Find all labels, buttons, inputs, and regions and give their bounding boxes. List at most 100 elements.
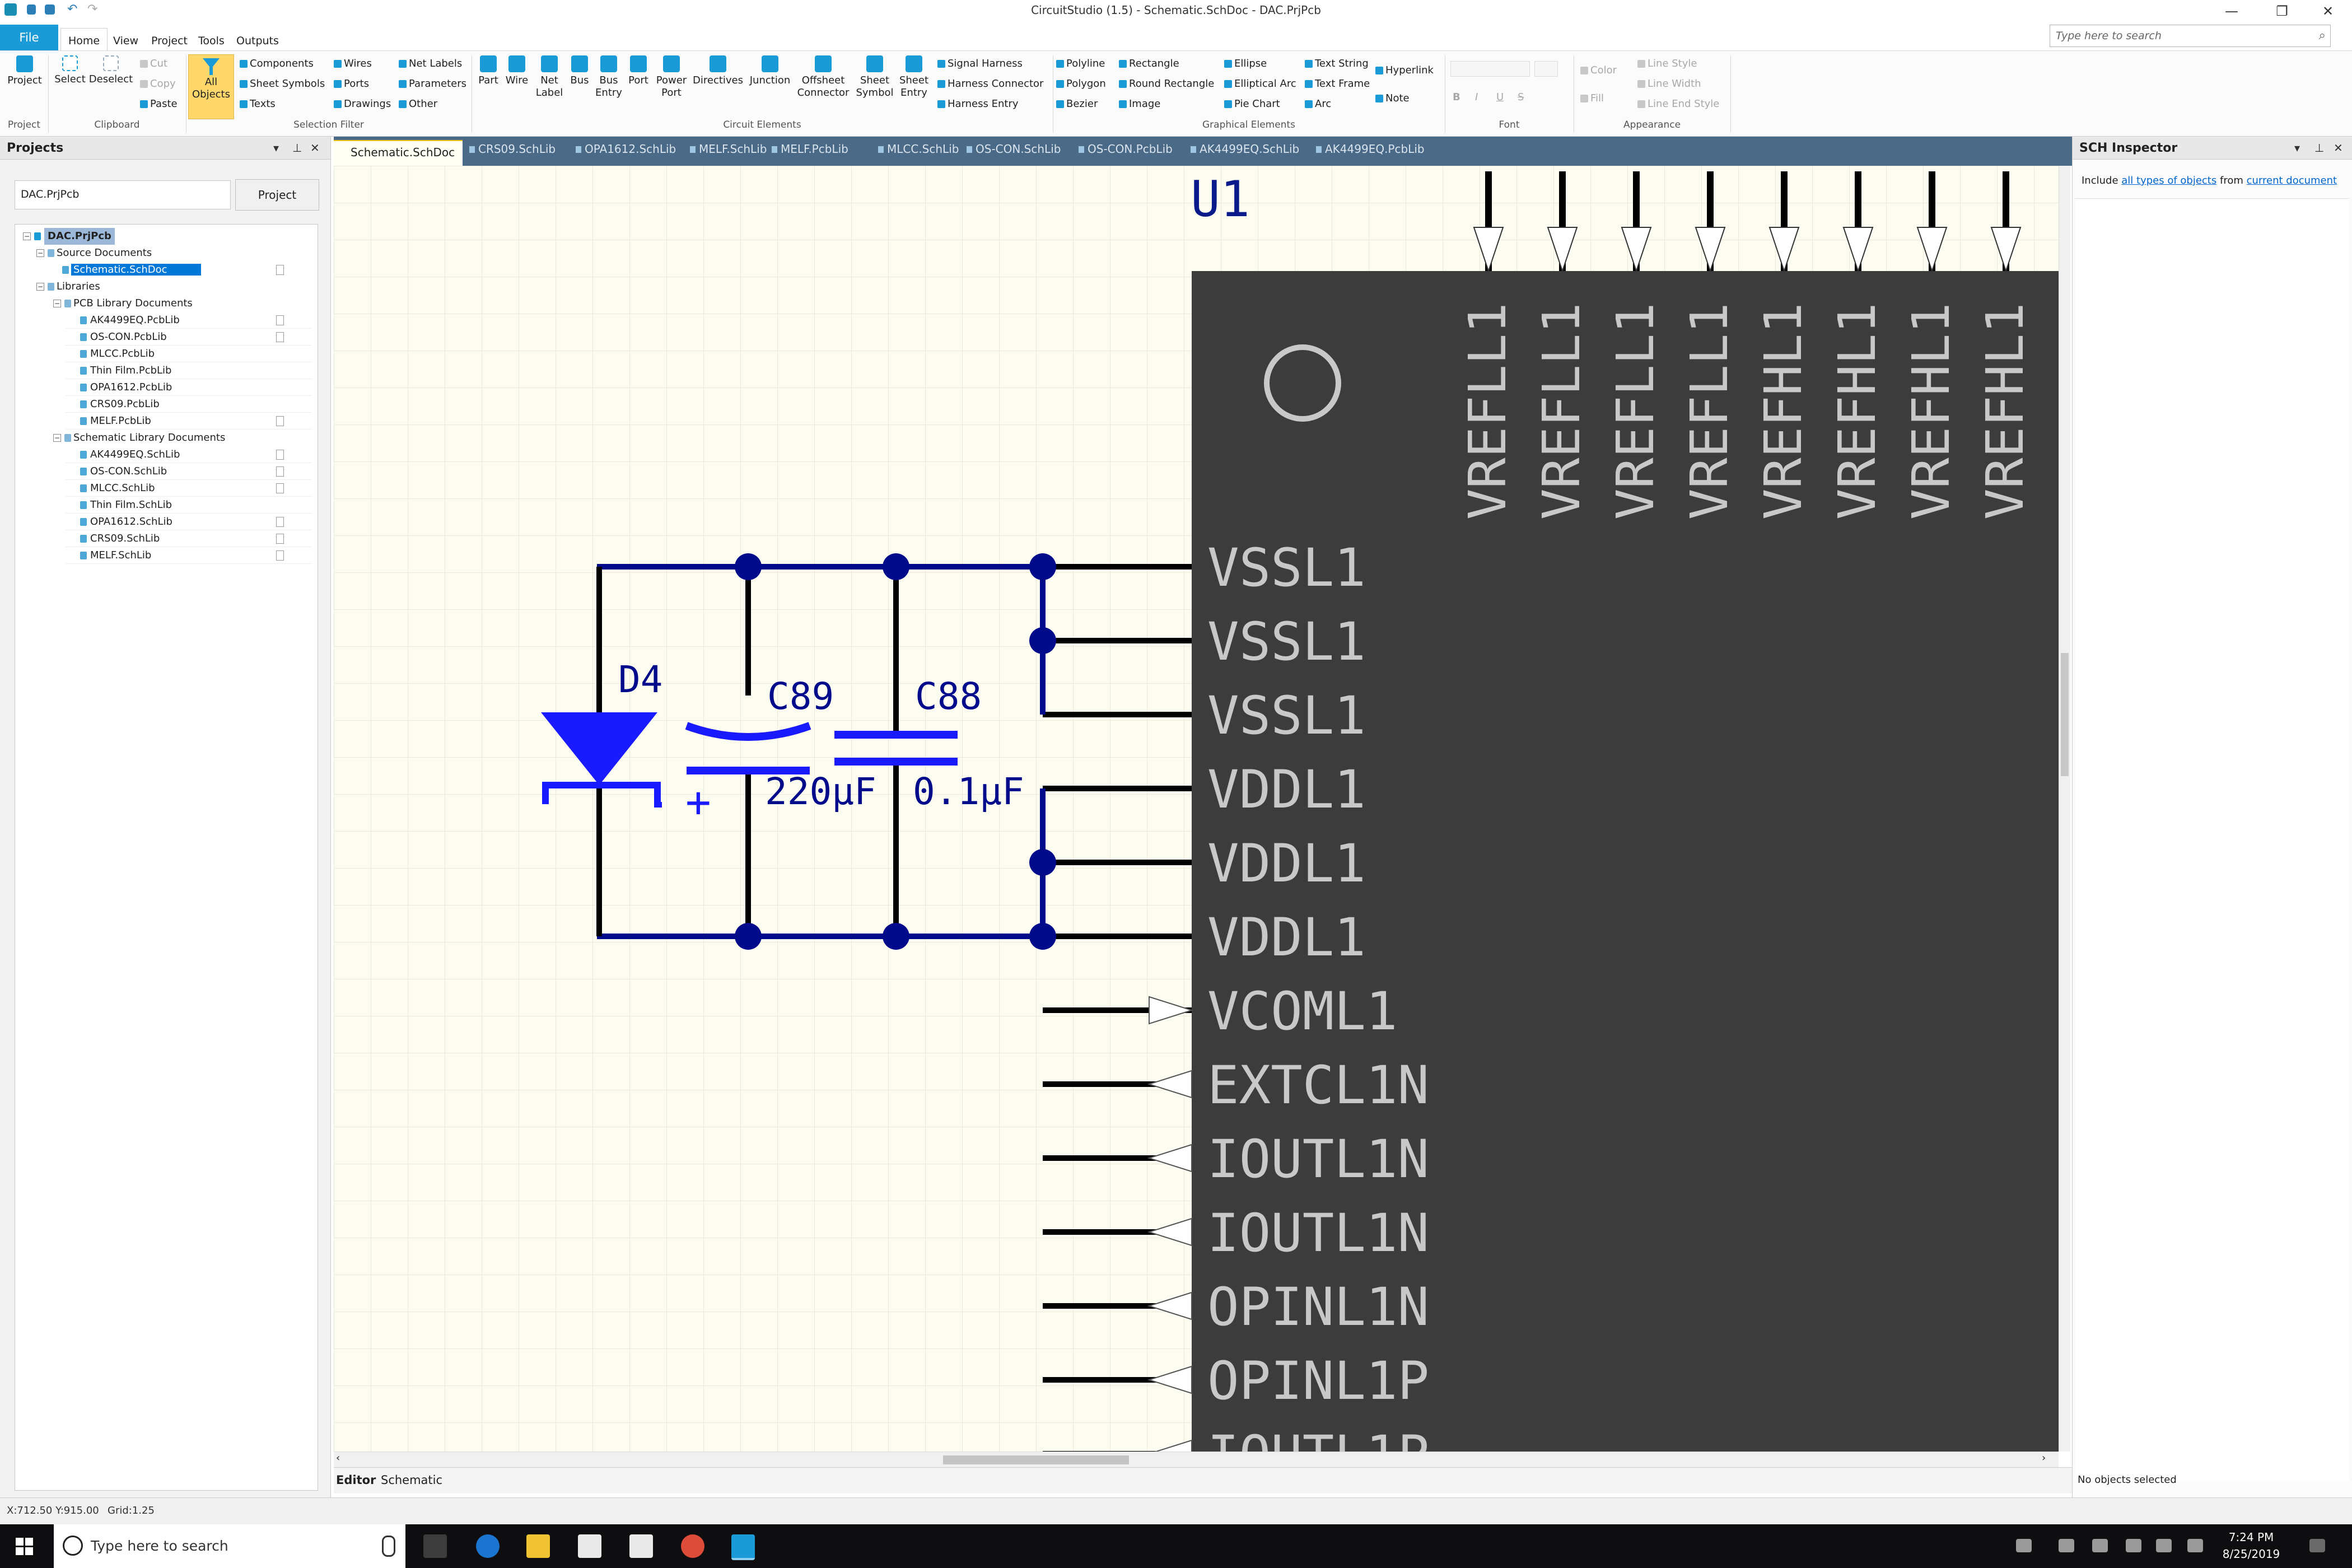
junction-dot[interactable] <box>735 923 762 950</box>
tree-item-pcblib[interactable]: AK4499EQ.PcbLib <box>15 312 312 329</box>
top-pin[interactable] <box>1768 171 1800 273</box>
note-button[interactable]: Note <box>1375 92 1410 104</box>
junction-dot[interactable] <box>1029 923 1056 950</box>
taskbar-search-input[interactable]: Type here to search <box>54 1524 405 1568</box>
polyline-button[interactable]: Polyline <box>1056 58 1105 69</box>
junction-dot[interactable] <box>1029 553 1056 580</box>
collapse-icon[interactable]: − <box>23 232 31 240</box>
notifications-icon[interactable] <box>2309 1539 2325 1552</box>
filter-ports[interactable]: Ports <box>334 78 369 90</box>
all-types-link[interactable]: all types of objects <box>2121 175 2217 186</box>
close-icon[interactable]: ✕ <box>310 141 320 155</box>
strike-button[interactable]: S <box>1518 91 1524 103</box>
file-explorer-icon[interactable] <box>526 1534 550 1558</box>
elliptical-arc-button[interactable]: Elliptical Arc <box>1224 78 1296 90</box>
file-tab[interactable]: File <box>0 25 58 50</box>
signal-harness-button[interactable]: Signal Harness <box>937 58 1023 69</box>
bold-button[interactable]: B <box>1453 91 1460 103</box>
tree-item-source-documents[interactable]: − Source Documents <box>15 245 312 262</box>
pin-icon[interactable]: ⊥ <box>292 141 302 155</box>
chevron-up-icon[interactable] <box>2059 1539 2074 1552</box>
top-pin[interactable] <box>1621 171 1652 273</box>
font-name-select[interactable] <box>1450 61 1530 77</box>
filter-texts[interactable]: Texts <box>240 98 276 110</box>
volume-icon[interactable] <box>2156 1539 2172 1552</box>
project-button[interactable]: Project <box>235 179 319 211</box>
harness-entry-button[interactable]: Harness Entry <box>937 98 1019 110</box>
tree-item-schlib[interactable]: Thin Film.SchLib <box>15 497 312 514</box>
tab-view[interactable]: View <box>113 35 139 47</box>
port-button[interactable]: Port <box>624 55 653 87</box>
copy-button[interactable]: Copy <box>140 78 176 90</box>
junction-dot[interactable] <box>883 923 909 950</box>
windows-start-icon[interactable] <box>16 1538 34 1556</box>
directives-button[interactable]: Directives <box>690 55 746 87</box>
polygon-button[interactable]: Polygon <box>1056 78 1106 90</box>
text-frame-button[interactable]: Text Frame <box>1305 78 1370 90</box>
save-icon[interactable] <box>27 4 36 15</box>
tree-item-schematic[interactable]: Schematic.SchDoc <box>15 262 312 278</box>
line-end-style-button[interactable]: Line End Style <box>1637 98 1719 110</box>
doc-tab[interactable]: AK4499EQ.SchLib <box>1191 142 1299 156</box>
top-pin[interactable] <box>1990 171 2022 273</box>
doc-tab[interactable]: MELF.PcbLib <box>772 142 848 156</box>
tree-item-pcblib[interactable]: MLCC.PcbLib <box>15 346 312 362</box>
rectangle-button[interactable]: Rectangle <box>1119 58 1179 69</box>
filter-sheet-symbols[interactable]: Sheet Symbols <box>240 78 325 90</box>
tree-item-pcblib[interactable]: OS-CON.PcbLib <box>15 329 312 346</box>
u1-chip-body[interactable] <box>1192 271 2059 1452</box>
circuitstudio-icon[interactable] <box>731 1534 755 1560</box>
font-size-select[interactable] <box>1534 61 1558 77</box>
filter-wires[interactable]: Wires <box>334 58 372 69</box>
tree-item-schlib[interactable]: OPA1612.SchLib <box>15 514 312 530</box>
undo-icon[interactable]: ↶ <box>67 2 78 16</box>
filter-parameters[interactable]: Parameters <box>399 78 466 90</box>
bus-button[interactable]: Bus <box>566 55 594 87</box>
underline-button[interactable]: U <box>1496 91 1504 103</box>
cut-button[interactable]: Cut <box>140 58 167 69</box>
doc-tab[interactable]: AK4499EQ.PcbLib <box>1316 142 1425 156</box>
collapse-icon[interactable]: − <box>36 249 44 257</box>
doc-tab[interactable]: OS-CON.SchLib <box>967 142 1061 156</box>
redo-icon[interactable]: ↷ <box>87 2 98 16</box>
hyperlink-button[interactable]: Hyperlink <box>1375 64 1434 76</box>
collapse-icon[interactable]: − <box>53 300 61 307</box>
network-icon[interactable] <box>2126 1539 2141 1552</box>
fill-button[interactable]: Fill <box>1580 92 1604 104</box>
tree-item-libraries[interactable]: − Libraries <box>15 278 312 295</box>
doc-tab[interactable]: OS-CON.PcbLib <box>1079 142 1173 156</box>
doc-tab-schematic[interactable]: Schematic.SchDoc <box>334 140 463 167</box>
doc-tab[interactable]: CRS09.SchLib <box>469 142 556 156</box>
vertical-scroll-thumb[interactable] <box>2061 653 2069 776</box>
c88-capacitor[interactable] <box>834 731 958 766</box>
image-button[interactable]: Image <box>1119 98 1160 110</box>
tab-tools[interactable]: Tools <box>198 35 225 47</box>
tab-home[interactable]: Home <box>68 35 100 47</box>
junction-dot[interactable] <box>735 553 762 580</box>
filter-net-labels[interactable]: Net Labels <box>399 58 462 69</box>
tree-item-schlib[interactable]: CRS09.SchLib <box>15 530 312 547</box>
tree-item-pcblib[interactable]: Thin Film.PcbLib <box>15 362 312 379</box>
mail-icon[interactable] <box>629 1534 653 1558</box>
horizontal-scroll-thumb[interactable] <box>943 1455 1129 1464</box>
tree-item-schlib[interactable]: MELF.SchLib <box>15 547 312 564</box>
scroll-left-icon[interactable]: ‹ <box>336 1452 340 1464</box>
filter-other[interactable]: Other <box>399 98 437 110</box>
chrome-icon[interactable] <box>681 1534 704 1558</box>
pen-icon[interactable] <box>2187 1539 2203 1552</box>
harness-connector-button[interactable]: Harness Connector <box>937 78 1043 90</box>
microphone-icon[interactable] <box>382 1536 395 1557</box>
select-button[interactable]: Select <box>50 55 90 86</box>
people-icon[interactable] <box>2016 1539 2032 1552</box>
junction-button[interactable]: Junction <box>746 55 794 87</box>
onedrive-icon[interactable] <box>2092 1539 2108 1552</box>
horizontal-scrollbar[interactable]: ‹ › <box>334 1452 2059 1468</box>
deselect-button[interactable]: Deselect <box>88 55 133 86</box>
scroll-right-icon[interactable]: › <box>2042 1452 2046 1464</box>
part-button[interactable]: Part <box>475 55 502 87</box>
